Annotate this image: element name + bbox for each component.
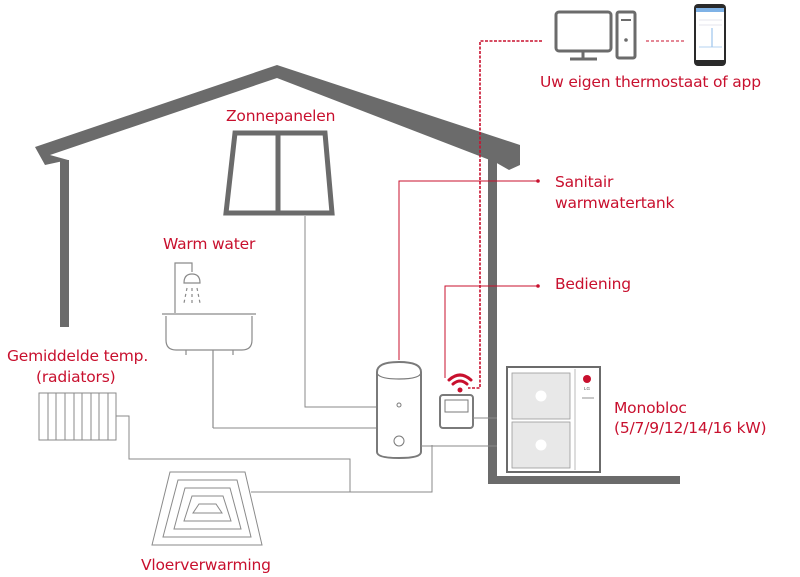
radiator-icon — [38, 392, 117, 441]
label-floor-heating: Vloerverwarming — [141, 556, 271, 574]
label-sanitary-tank-line2: warmwatertank — [555, 194, 675, 212]
label-monobloc-line2: (5/7/9/12/14/16 kW) — [614, 419, 767, 437]
floor-heating-coil-icon — [151, 471, 263, 546]
label-sanitary-tank-line1: Sanitair — [555, 173, 614, 191]
leader-control — [444, 285, 538, 378]
label-radiators-line2: (radiators) — [36, 368, 116, 386]
solar-panel-icon — [223, 130, 335, 216]
left-wall — [60, 160, 69, 327]
label-solar-panels: Zonnepanelen — [226, 107, 336, 125]
roof — [35, 65, 520, 170]
water-tank-icon — [376, 360, 422, 460]
heat-pump-outdoor-unit-icon: LG — [506, 366, 601, 473]
label-radiators-line1: Gemiddelde temp. — [7, 347, 149, 365]
solar-pipe — [304, 216, 378, 408]
label-monobloc-line1: Monobloc — [614, 399, 687, 417]
fan-grille-top — [511, 372, 571, 420]
label-control: Bediening — [555, 275, 631, 293]
dashed-link-computer — [468, 40, 542, 389]
wall-controller-icon — [439, 394, 474, 429]
label-warm-water: Warm water — [163, 235, 256, 253]
fan-grille-bottom — [511, 421, 571, 469]
wifi-icon — [447, 373, 473, 393]
lg-logo-icon — [583, 375, 591, 383]
leader-sanitary-tank — [398, 180, 538, 360]
lg-logo-text: LG — [584, 386, 591, 391]
label-thermostat-app: Uw eigen thermostaat of app — [540, 73, 761, 91]
smartphone-app-icon — [694, 4, 726, 66]
shower-bathtub-icon — [162, 262, 256, 428]
red-connectors — [398, 40, 685, 389]
desktop-computer-icon — [554, 10, 637, 61]
house-outline — [35, 65, 680, 484]
